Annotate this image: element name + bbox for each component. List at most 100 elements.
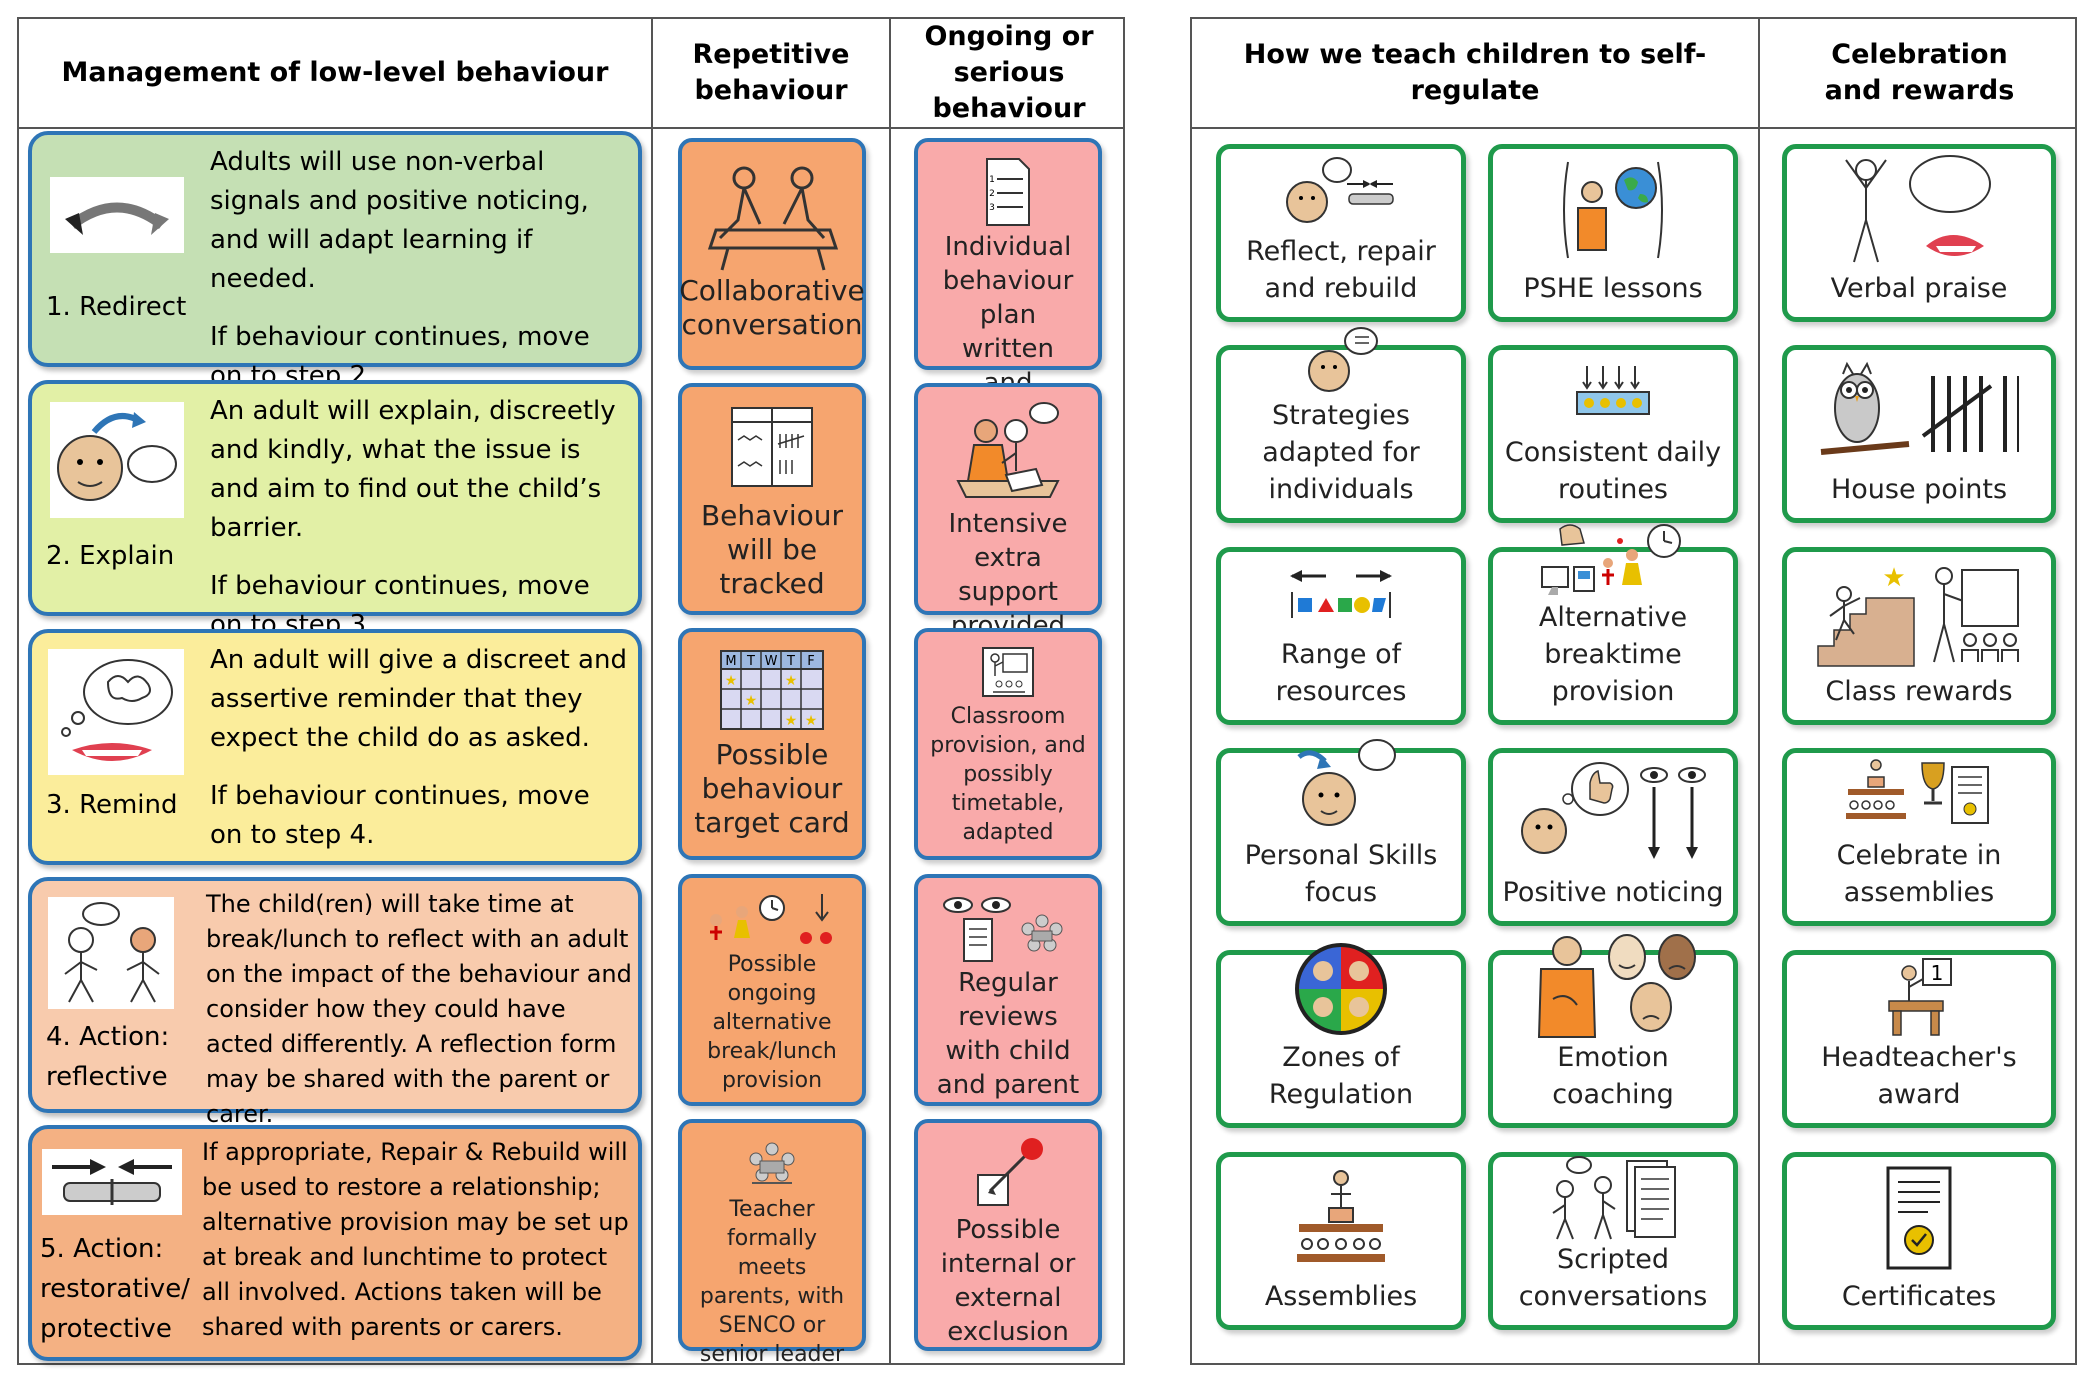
card-text: Alternative breaktime provision [1538,602,1688,707]
svg-text:★: ★ [785,713,798,729]
card-classroom-provision: Classroom provision, and possibly timeta… [914,628,1102,860]
zones-wheel-icon [1291,939,1391,1039]
card-text: PSHE lessons [1523,273,1703,304]
card-class-rewards: ★ Class rewards [1782,547,2056,725]
step-text: If appropriate, Repair & Rebuild will be… [202,1135,632,1345]
card-text: Possible internal or external exclusion [940,1215,1076,1347]
step-label: 4. Action: reflective [46,1022,170,1092]
header-divider [19,127,1123,129]
header-ongoing: Ongoing or serious behaviour [924,21,1094,124]
card-verbal-praise: Verbal praise [1782,144,2056,322]
svg-text:★: ★ [785,673,798,689]
strategies-thinking-icon [1301,323,1381,397]
pshe-globe-icon [1558,149,1668,270]
tracking-chart-icon [728,401,816,493]
card-extra-support: Intensive extra support provided [914,383,1102,641]
award-number: 1 [1931,961,1944,985]
class-rewards-icon: ★ [1814,552,2024,673]
column-divider [1758,19,1760,1363]
grid-day: F [807,654,814,669]
headteacher-award-icon: 1 [1879,955,1959,1039]
card-text: Class rewards [1825,676,2013,707]
card-daily-routines: Consistent daily routines [1488,345,1738,523]
step-reflective: 4. Action: reflective The child(ren) wil… [28,877,642,1128]
card-positive-noticing: Positive noticing [1488,748,1738,926]
step-continue: If behaviour continues, move on to step … [210,322,590,391]
card-scripted-conversations: Scripted conversations [1488,1152,1738,1330]
card-text: Headteacher's award [1821,1042,2017,1110]
card-text: Positive noticing [1502,877,1724,908]
step-label: 1. Redirect [46,292,187,322]
header-celebration: Celebration and rewards [1824,39,2015,106]
grid-day: T [746,654,755,669]
card-text: Certificates [1841,1281,1997,1312]
certificate-icon [1884,1157,1954,1278]
card-alternative-breaktime: Alternative breaktime provision [1488,524,1738,725]
redirect-arrow-icon [50,177,184,253]
step-description: An adult will give a discreet and assert… [210,645,627,753]
reflect-talk-icon [48,897,174,1009]
card-text: Intensive extra support provided [948,509,1068,641]
card-regular-reviews: Regular reviews with child and parent [914,874,1102,1106]
card-exclusion: Possible internal or external exclusion [914,1119,1102,1351]
card-text: House points [1830,474,2008,505]
column-divider [889,19,891,1363]
grid-day: W [765,654,778,669]
card-text: Celebrate in assemblies [1836,840,2002,908]
card-text: Range of resources [1275,639,1407,707]
card-house-points: House points [1782,345,2056,523]
card-break-provision: Possible ongoing alternative break/lunch… [678,874,866,1106]
card-behaviour-tracked: Behaviour will be tracked [678,383,866,615]
header-divider [1192,127,2075,129]
step-description: The child(ren) will take time at break/l… [206,890,632,1128]
card-text: Verbal praise [1830,273,2008,304]
card-text: Assemblies [1264,1281,1418,1312]
step-remind: 3. Remind An adult will give a discreet … [28,629,642,865]
grid-day: M [725,654,736,669]
card-pshe-lessons: PSHE lessons [1488,144,1738,322]
step-text: Adults will use non-verbal signals and p… [210,143,630,396]
verbal-praise-icon [1834,149,2004,270]
card-text: Possible ongoing alternative break/lunch… [707,952,837,1093]
column-divider [651,19,653,1363]
card-range-resources: Range of resources [1216,547,1466,725]
alternative-breaktime-icon [1538,519,1688,599]
card-text: Behaviour will be tracked [700,499,844,600]
step-text: The child(ren) will take time at break/l… [206,887,632,1132]
card-text: Classroom provision, and possibly timeta… [930,704,1086,845]
header-management: Management of low-level behaviour [61,57,609,88]
list-number: 2 [989,189,995,199]
classroom-provision-icon [979,642,1037,702]
card-certificates: Certificates [1782,1152,2056,1330]
card-collaborative-conversation: Collaborative conversation [678,138,866,370]
card-assemblies: Assemblies [1216,1152,1466,1330]
personal-skills-icon [1281,733,1401,837]
daily-routines-icon [1573,350,1653,434]
step-description: If appropriate, Repair & Rebuild will be… [202,1138,629,1341]
step-text: An adult will give a discreet and assert… [210,641,630,855]
owl-tally-icon [1819,350,2019,471]
card-text: Regular reviews with child and parent [936,968,1080,1100]
scripted-conversation-icon [1543,1155,1683,1241]
svg-text:★: ★ [805,713,818,729]
review-eyes-icon [938,888,1078,966]
card-reflect-repair: Reflect, repair and rebuild [1216,144,1466,322]
card-text: Reflect, repair and rebuild [1246,236,1436,304]
card-headteacher-award: 1 Headteacher's award [1782,950,2056,1128]
positive-noticing-icon [1518,753,1708,874]
remind-speech-icon [48,649,184,775]
step-label: 5. Action: restorative/ protective [40,1234,190,1344]
step-restorative: 5. Action: restorative/ protective If ap… [28,1125,642,1361]
card-celebrate-assemblies: Celebrate in assemblies [1782,748,2056,926]
list-number: 1 [989,175,995,185]
header-repetitive: Repetitive behaviour [692,39,850,106]
card-text: Zones of Regulation [1268,1042,1414,1110]
card-text: Collaborative conversation [679,274,865,341]
card-formal-meeting: Teacher formally meets parents, with SEN… [678,1119,866,1367]
step-description: An adult will explain, discreetly and ki… [210,396,616,543]
step-description: Adults will use non-verbal signals and p… [210,147,589,294]
svg-text:★: ★ [1882,563,1905,593]
svg-text:★: ★ [725,673,738,689]
